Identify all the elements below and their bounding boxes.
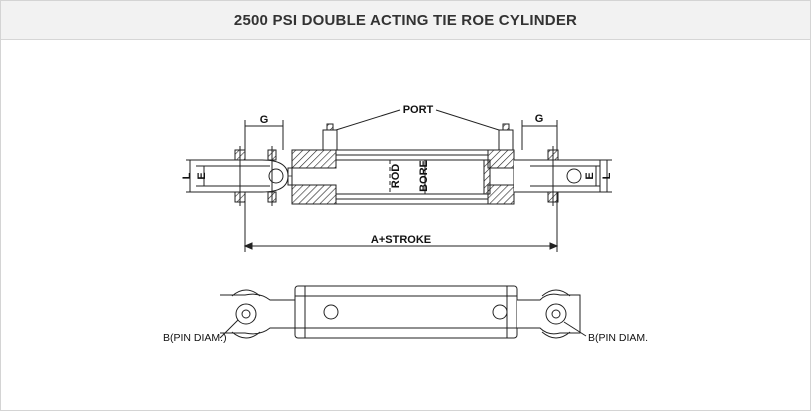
- left-port-hole: [323, 304, 339, 320]
- exterior-barrel: [294, 285, 518, 339]
- l-left-label: L: [181, 172, 193, 179]
- cylinder-barrel: [291, 149, 515, 205]
- section-view-labels: PORT G G L E E L ROD BORE A+STROKE: [181, 104, 613, 246]
- e-left-label: E: [196, 172, 208, 179]
- g-left-label: G: [260, 114, 269, 126]
- bore-label: BORE: [418, 160, 430, 192]
- rod-label: ROD: [390, 164, 402, 189]
- exterior-view: [219, 285, 587, 339]
- title-bar: 2500 PSI DOUBLE ACTING TIE ROE CYLINDER: [1, 1, 810, 40]
- exterior-view-labels: B(PIN DIAM.) B(PIN DIAM.: [163, 332, 648, 344]
- l-right-label: L: [601, 172, 613, 179]
- section-view: [186, 109, 612, 252]
- pin-diam-left-label: B(PIN DIAM.): [163, 332, 227, 344]
- a-stroke-label: A+STROKE: [371, 234, 431, 246]
- port-label: PORT: [403, 104, 434, 116]
- right-port-hole: [492, 304, 508, 320]
- right-pin-circle: [545, 303, 567, 325]
- left-port: [322, 129, 338, 151]
- g-right-label: G: [535, 113, 544, 125]
- left-pin-circle: [235, 303, 257, 325]
- right-port: [498, 129, 514, 151]
- right-clevis: [514, 146, 601, 206]
- page-title: 2500 PSI DOUBLE ACTING TIE ROE CYLINDER: [233, 11, 578, 29]
- e-right-label: E: [584, 172, 596, 179]
- pin-diam-right-label: B(PIN DIAM.: [588, 332, 648, 344]
- left-clevis: [196, 146, 289, 206]
